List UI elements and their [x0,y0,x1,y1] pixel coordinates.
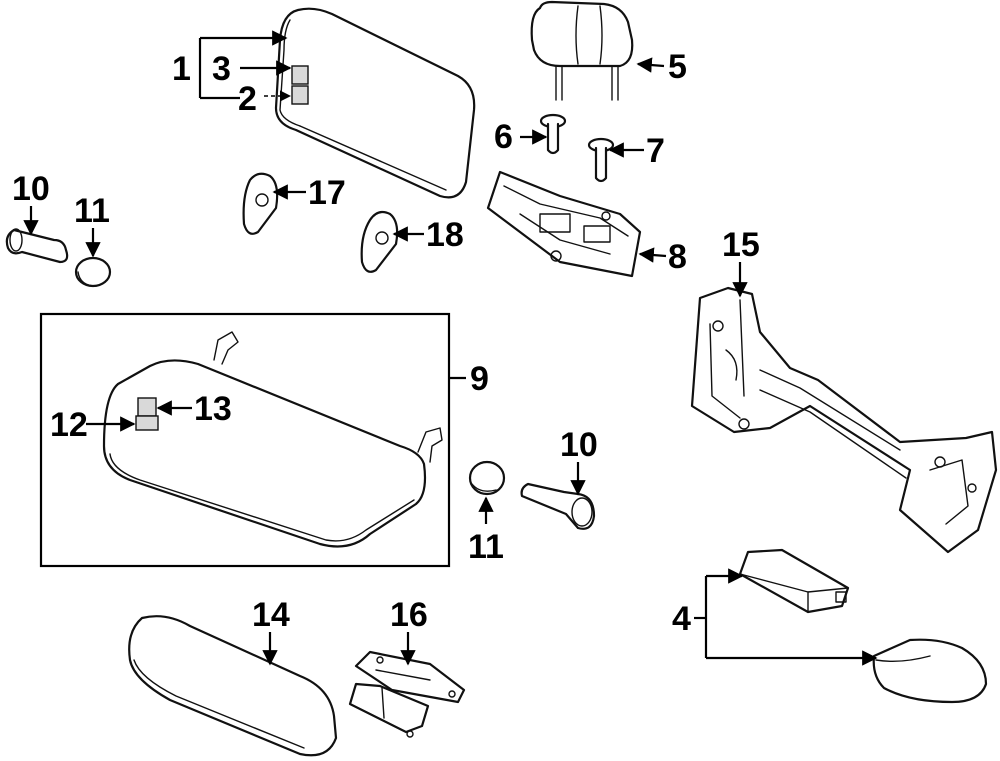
armrest-bracket [738,548,850,614]
callout-13: 13 [194,390,232,428]
callout-2: 2 [238,80,257,118]
callout-1: 1 [172,50,191,88]
callout-9: 9 [470,360,489,398]
callout-17: 17 [308,174,346,212]
seat-frame-15 [690,286,998,554]
leader-lines [23,30,878,666]
label-13-patch [137,397,157,417]
headrest [530,0,634,101]
cap-right [468,460,506,496]
armrest-bracket-16 [348,650,466,738]
label-12-patch [135,415,159,431]
callout-3: 3 [212,50,231,88]
seat-back-cushion [274,7,476,199]
pivot-pin-right [520,482,596,530]
hinge-cover-18 [360,210,399,273]
assembly-frame-9 [39,312,451,568]
callout-10-right: 10 [560,426,598,464]
headrest-guide-7 [587,137,615,183]
callout-15: 15 [722,226,760,264]
label-3-patch [291,65,309,85]
callout-5: 5 [668,48,687,86]
callout-8: 8 [668,238,687,276]
headrest-guide-6 [539,113,567,155]
callout-7: 7 [646,132,665,170]
callout-14: 14 [252,596,290,634]
callout-11-left: 11 [74,192,110,230]
armrest-pad [872,638,988,704]
callout-4: 4 [672,600,691,638]
callout-10-left: 10 [12,170,50,208]
hinge-cover-17 [242,172,279,235]
seat-cushion [102,331,443,548]
armrest-14 [128,615,338,757]
cap-left [74,256,112,288]
seat-back-frame-8 [486,170,642,278]
callout-12: 12 [50,406,88,444]
callout-6: 6 [494,118,513,156]
pivot-pin-left [5,228,69,264]
label-2-patch [291,85,309,105]
callout-labels: 1 3 2 5 6 7 8 9 10 11 12 13 11 10 15 17 … [12,48,760,638]
callout-18: 18 [426,216,464,254]
callout-11-right: 11 [468,528,504,566]
callout-16: 16 [390,596,428,634]
